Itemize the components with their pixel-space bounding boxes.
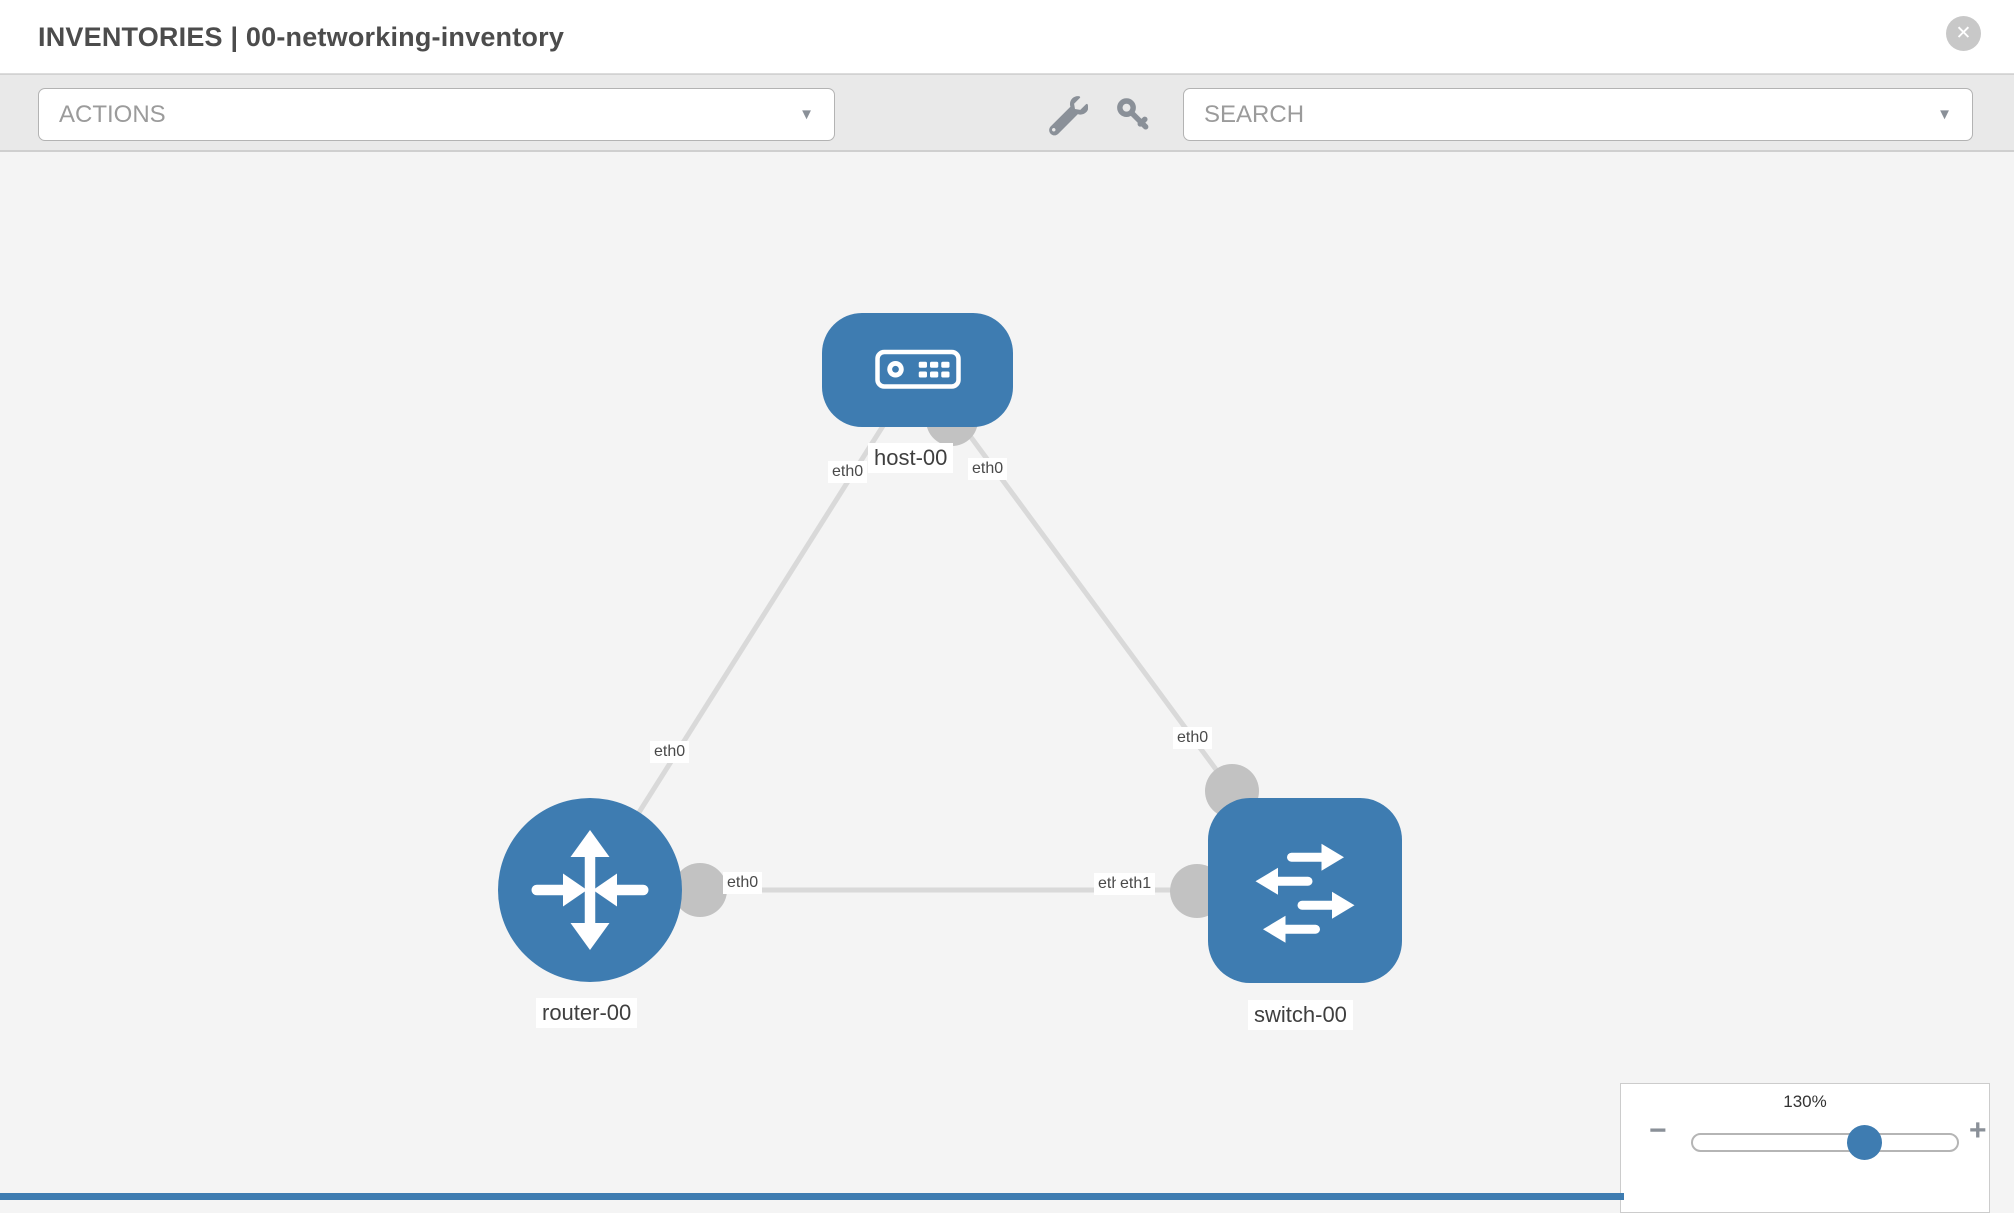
page-title: INVENTORIES | 00-networking-inventory [38, 22, 565, 52]
link-host-router[interactable] [587, 370, 920, 892]
configure-tools-button[interactable] [1048, 96, 1089, 136]
node-router-00[interactable] [498, 798, 682, 982]
zoom-slider-track[interactable] [1691, 1133, 1959, 1152]
zoom-out-button[interactable]: − [1649, 1116, 1667, 1146]
chevron-down-icon: ▼ [1937, 106, 1952, 123]
iface-label-switch-eth0: eth0 [1173, 727, 1213, 749]
links-layer [587, 370, 1300, 918]
minus-icon: − [1649, 1114, 1667, 1147]
topology-canvas[interactable]: host-00 router-00 switch-00 eth0 eth0 et… [0, 152, 2014, 1200]
close-button[interactable]: ✕ [1946, 16, 1981, 51]
switch-icon [1255, 843, 1355, 943]
toolbar: ACTIONS ▼ SEARCH ▼ [0, 74, 2014, 152]
zoom-in-button[interactable]: + [1969, 1116, 1987, 1146]
node-host-00[interactable] [822, 313, 1013, 427]
bottom-panel-edge [0, 1193, 1624, 1200]
zoom-level: 130% [1783, 1092, 1827, 1111]
zoom-panel: 130% − + [1620, 1083, 1990, 1213]
iface-label-host-eth0-left: eth0 [828, 461, 868, 483]
credentials-button[interactable] [1114, 96, 1154, 136]
iface-label-host-eth0-right: eth0 [968, 458, 1008, 480]
header-bar: INVENTORIES | 00-networking-inventory ✕ [0, 0, 2014, 74]
actions-dropdown[interactable]: ACTIONS ▼ [38, 88, 835, 141]
plus-icon: + [1969, 1114, 1987, 1147]
node-label-switch-00: switch-00 [1248, 1000, 1353, 1030]
zoom-slider-thumb[interactable] [1847, 1125, 1882, 1160]
iface-label-router-eth0: eth0 [723, 872, 763, 894]
host-icon [874, 349, 961, 389]
chevron-down-icon: ▼ [799, 106, 814, 123]
iface-label-router-link-eth0: eth0 [650, 741, 690, 763]
key-icon [1117, 98, 1149, 130]
close-icon: ✕ [1955, 23, 1972, 44]
router-icon [531, 830, 649, 950]
endpoint-router-eth0 [673, 863, 727, 917]
search-dropdown-label: SEARCH [1204, 100, 1305, 128]
actions-dropdown-label: ACTIONS [59, 100, 166, 128]
node-label-router-00: router-00 [536, 998, 638, 1028]
wrench-icon [1049, 96, 1089, 136]
search-dropdown[interactable]: SEARCH ▼ [1183, 88, 1973, 141]
iface-label-switch-eth1: eth1 [1116, 873, 1156, 895]
node-switch-00[interactable] [1208, 798, 1402, 983]
node-label-host-00: host-00 [868, 443, 954, 473]
